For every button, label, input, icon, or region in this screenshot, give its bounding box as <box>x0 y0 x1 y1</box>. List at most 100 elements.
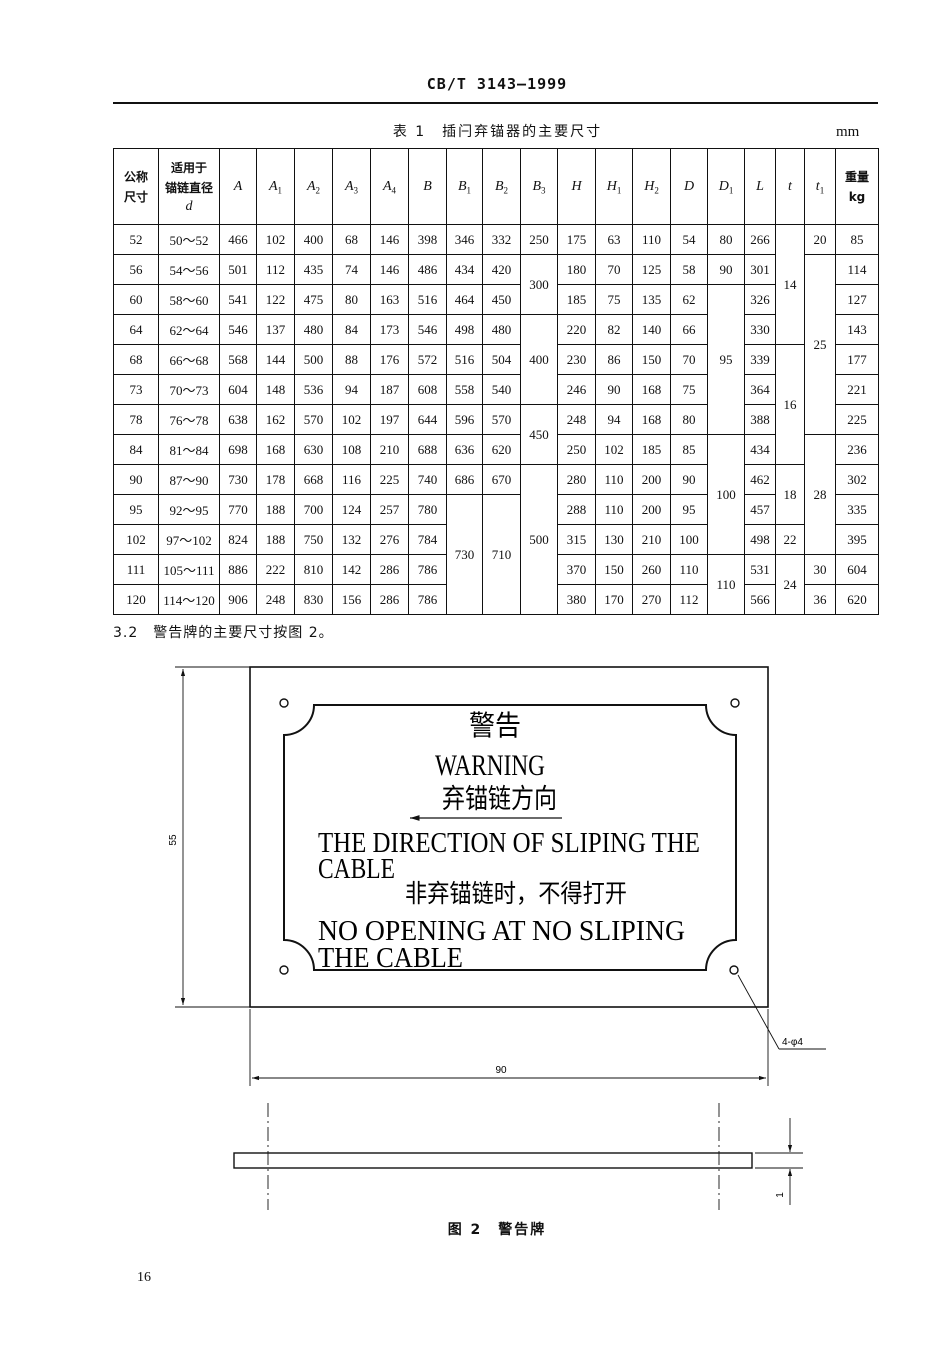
table-cell: 143 <box>835 314 879 345</box>
table-cell: 750 <box>294 524 333 555</box>
table-cell: 16 <box>775 344 805 465</box>
table-cell: 250 <box>557 434 596 465</box>
table-cell: 688 <box>408 434 447 465</box>
table-caption: 表 1 插闩弃锚器的主要尺寸 <box>392 124 603 140</box>
table-cell: 276 <box>370 524 409 555</box>
table-cell: 150 <box>595 554 633 585</box>
table-cell: 810 <box>294 554 333 585</box>
table-cell: 175 <box>557 224 596 255</box>
plate-outline <box>249 666 769 1008</box>
table-cell: 301 <box>744 254 776 285</box>
table-cell: 230 <box>557 344 596 375</box>
table-cell: 450 <box>482 284 521 315</box>
plate-notice-cn: 非弃锚链时，不得打开 <box>405 879 627 908</box>
table-cell: 620 <box>482 434 521 465</box>
header-symbol: A3 <box>344 178 359 196</box>
hole-leader <box>737 974 826 1050</box>
table-cell: 102 <box>256 224 295 255</box>
table-cell: 173 <box>370 314 409 345</box>
mounting-hole <box>729 965 739 975</box>
table-cell: 24 <box>775 554 805 615</box>
table-cell: 76～78 <box>158 404 220 435</box>
table-cell: 62 <box>670 284 708 315</box>
table-cell: 162 <box>256 404 295 435</box>
header-label-line: 适用于 <box>170 161 207 175</box>
header-label-line: 尺寸 <box>123 189 148 204</box>
table-cell: 92～95 <box>158 494 220 525</box>
table-cell: 220 <box>557 314 596 345</box>
table-cell: 150 <box>632 344 671 375</box>
header-symbol: A2 <box>306 178 321 196</box>
table-cell: 400 <box>520 314 558 405</box>
table-cell: 225 <box>370 464 409 495</box>
table-cell: 786 <box>408 554 447 585</box>
header-symbol: D1 <box>718 178 734 196</box>
table-cell: 200 <box>632 494 671 525</box>
table-cell: 178 <box>256 464 295 495</box>
table-cell: 22 <box>775 524 805 555</box>
table-cell: 326 <box>744 284 776 315</box>
table-cell: 225 <box>835 404 879 435</box>
plate-inner-frame <box>283 704 737 971</box>
table-cell: 100 <box>670 524 708 555</box>
table-cell: 260 <box>632 554 671 585</box>
table-cell: 302 <box>835 464 879 495</box>
table-cell: 486 <box>408 254 447 285</box>
table-cell: 197 <box>370 404 409 435</box>
table-cell: 90 <box>595 374 633 405</box>
thickness-dimension-label: 1 <box>775 1192 786 1198</box>
header-symbol: H2 <box>644 178 659 196</box>
table-cell: 500 <box>520 464 558 615</box>
table-cell: 400 <box>294 224 333 255</box>
table-cell: 62～64 <box>158 314 220 345</box>
table-cell: 88 <box>332 344 371 375</box>
leader-line <box>737 974 780 1050</box>
table-cell: 475 <box>294 284 333 315</box>
table-cell: 248 <box>256 584 295 615</box>
table-cell: 540 <box>482 374 521 405</box>
table-cell: 784 <box>408 524 447 555</box>
table-cell: 700 <box>294 494 333 525</box>
width-dimension <box>249 1009 769 1086</box>
table-cell: 54～56 <box>158 254 220 285</box>
header-symbol: A4 <box>382 178 397 196</box>
table-cell: 122 <box>256 284 295 315</box>
table-cell: 85 <box>670 434 708 465</box>
table-cell: 90 <box>113 464 159 495</box>
table-cell: 380 <box>557 584 596 615</box>
table-cell: 388 <box>744 404 776 435</box>
table-cell: 420 <box>482 254 521 285</box>
header-symbol: B2 <box>494 178 509 196</box>
table-cell: 30 <box>804 554 836 585</box>
table-cell: 466 <box>219 224 257 255</box>
table-cell: 222 <box>256 554 295 585</box>
plate-direction-en-line2: CABLE <box>318 853 395 885</box>
table-cell: 638 <box>219 404 257 435</box>
table-cell: 50～52 <box>158 224 220 255</box>
header-symbol: B <box>423 179 432 194</box>
table-cell: 130 <box>595 524 633 555</box>
table-cell: 516 <box>446 344 483 375</box>
table-header-cell: A4 <box>370 148 409 225</box>
mounting-hole <box>279 965 289 975</box>
table-cell: 546 <box>408 314 447 345</box>
table-cell: 95 <box>670 494 708 525</box>
header-symbol: L <box>756 179 764 194</box>
header-symbol: A1 <box>268 178 283 196</box>
header-symbol: t1 <box>815 178 825 196</box>
table-cell: 531 <box>744 554 776 585</box>
header-symbol: D <box>683 179 695 194</box>
header-symbol: d <box>185 199 193 214</box>
table-cell: 116 <box>332 464 371 495</box>
page-number: 16 <box>137 1270 151 1285</box>
table-cell: 630 <box>294 434 333 465</box>
table-cell: 730 <box>446 494 483 615</box>
table-cell: 74 <box>332 254 371 285</box>
